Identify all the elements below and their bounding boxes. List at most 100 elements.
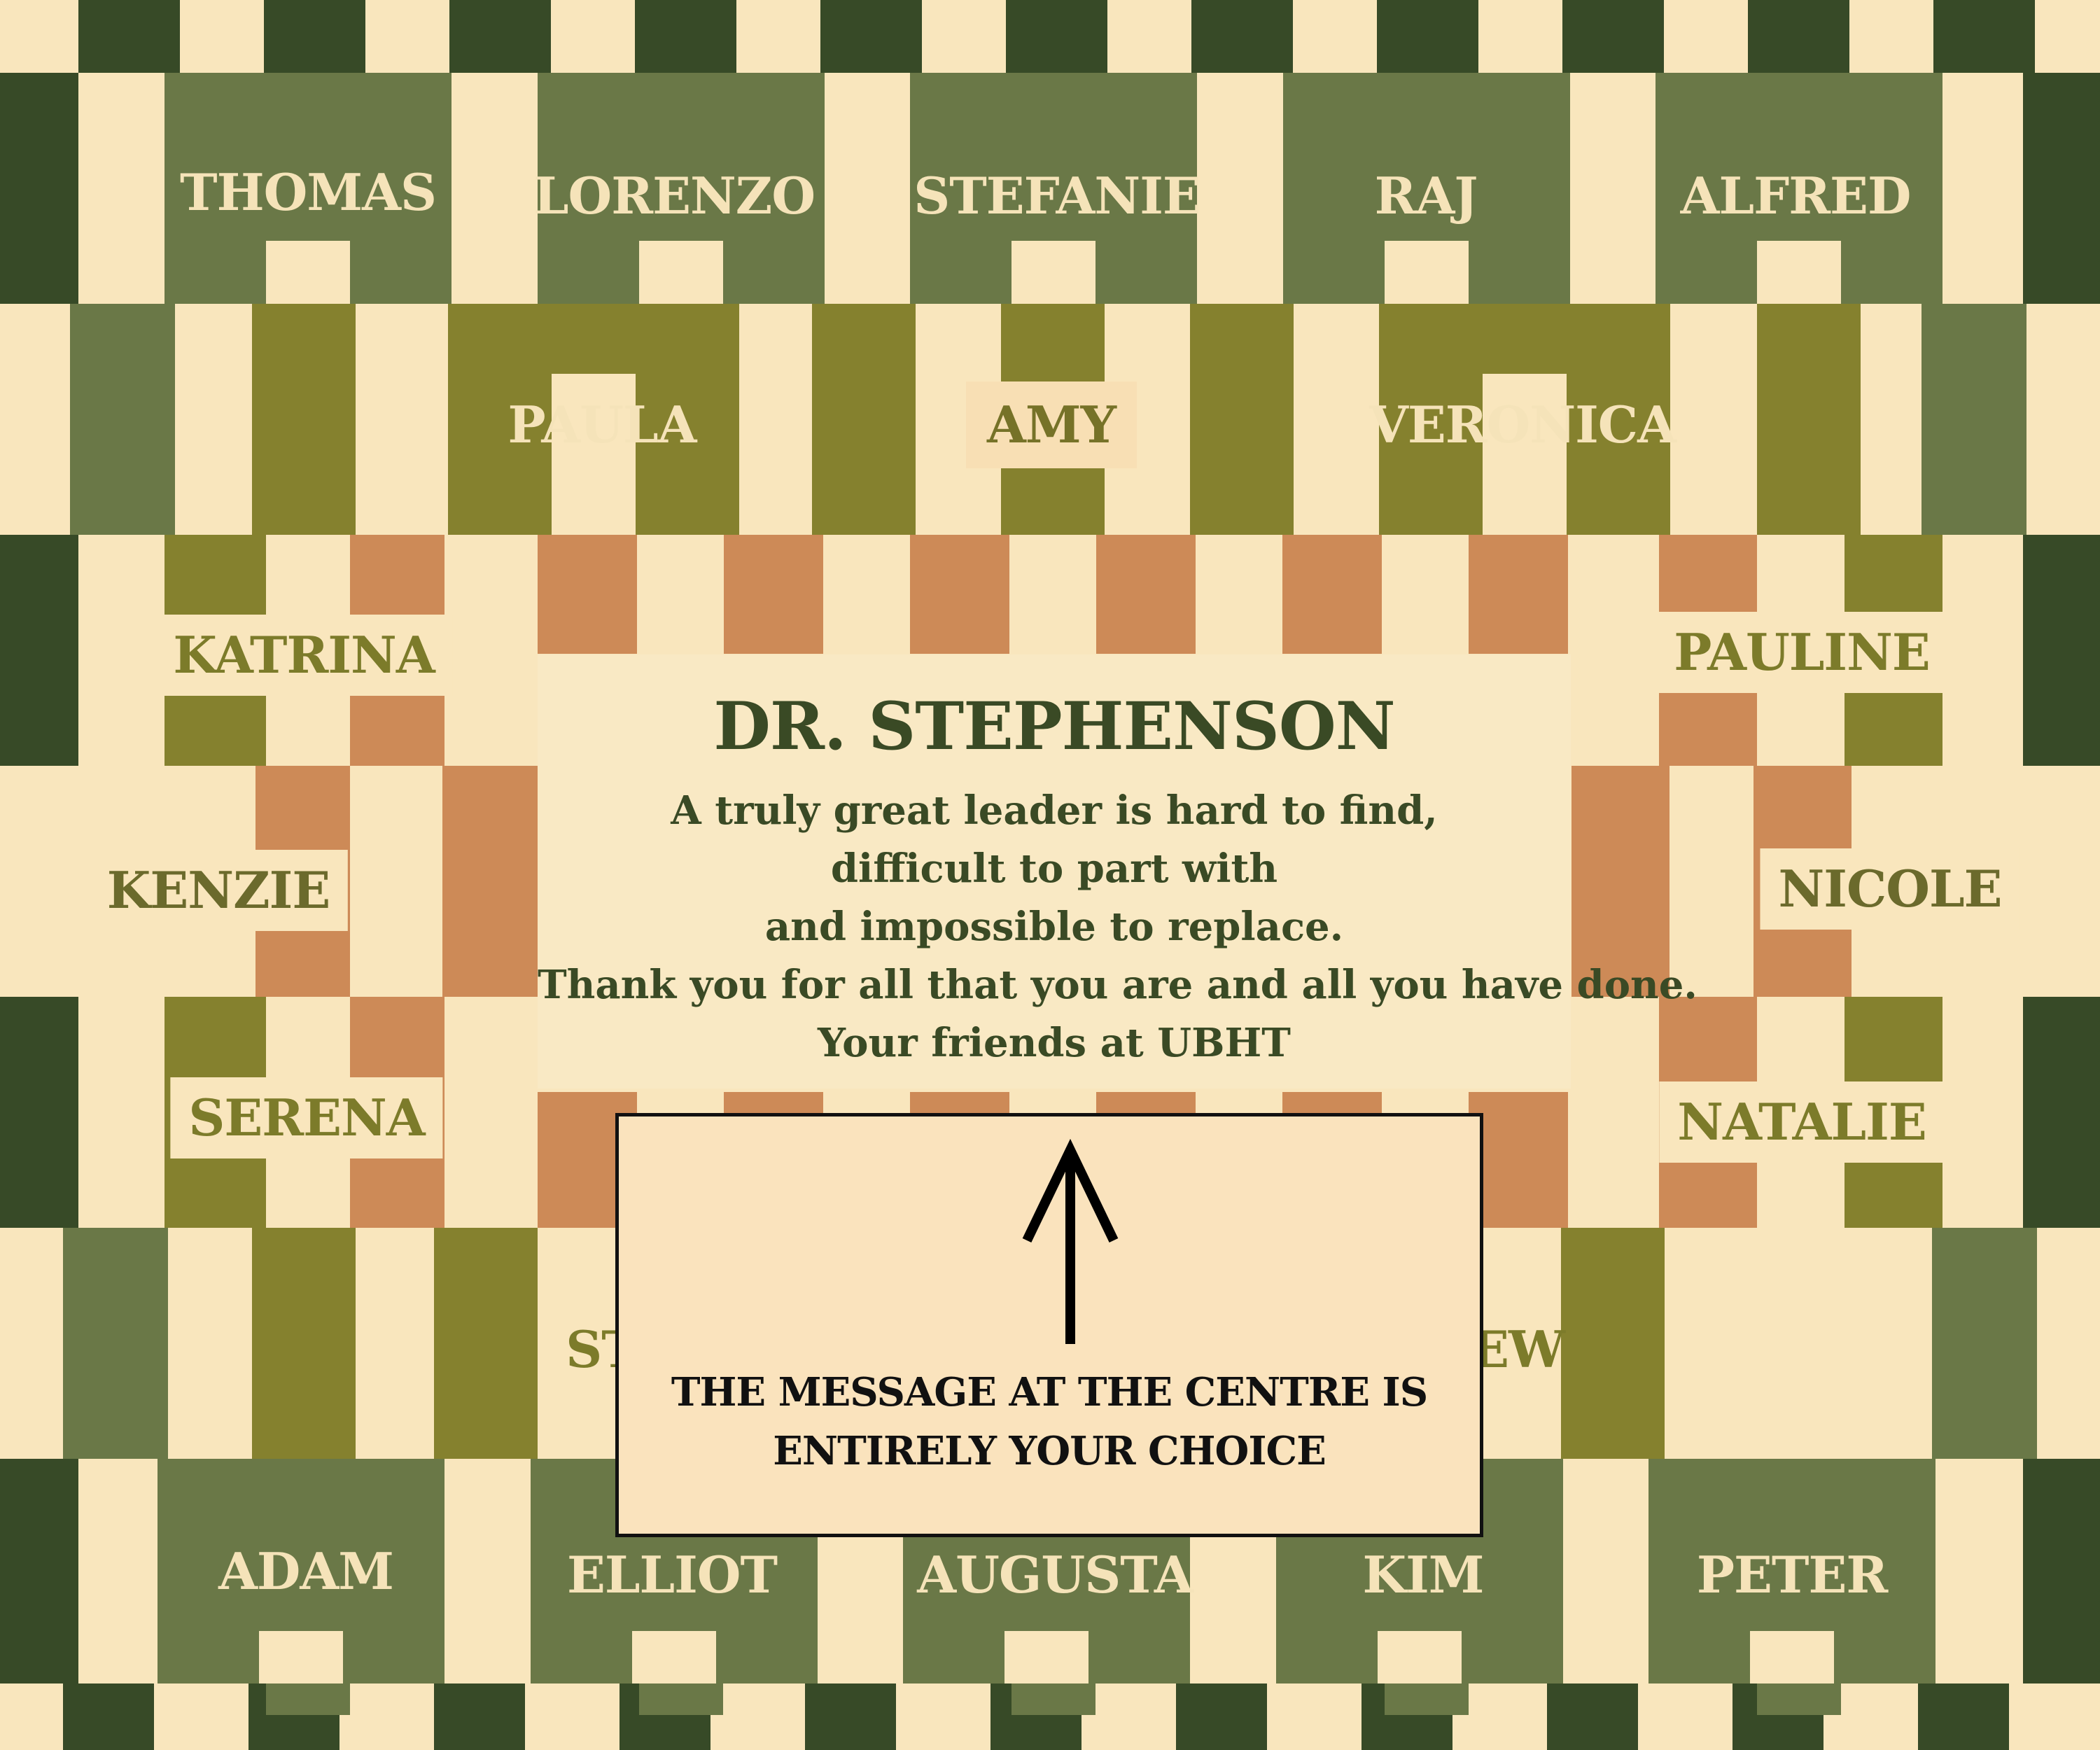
name-nicole: NICOLE bbox=[1760, 848, 2020, 930]
quilt-tile bbox=[350, 73, 451, 304]
message-line: Your friends at UBHT bbox=[818, 1020, 1291, 1066]
quilt-tile bbox=[164, 73, 266, 304]
quilt-tile bbox=[0, 997, 78, 1228]
quilt-tile bbox=[538, 535, 637, 654]
quilt-tile bbox=[1648, 1459, 1750, 1684]
quilt-tile bbox=[2023, 535, 2100, 766]
quilt-tile bbox=[158, 1459, 259, 1684]
quilt-tile bbox=[1176, 1684, 1267, 1750]
name-stefanie: STEFANIE bbox=[913, 166, 1201, 225]
quilt-tile bbox=[63, 1684, 154, 1750]
arrow-up-icon bbox=[1022, 1138, 1119, 1344]
quilt-tile bbox=[1748, 0, 1849, 73]
quilt-tile bbox=[2023, 997, 2100, 1228]
quilt-tile bbox=[434, 1228, 538, 1459]
quilt-tile bbox=[448, 304, 552, 535]
message-title: DR. STEPHENSON bbox=[713, 688, 1395, 765]
note-line: THE MESSAGE AT THE CENTRE IS bbox=[671, 1369, 1428, 1415]
quilt-tile bbox=[639, 73, 723, 241]
name-adam: ADAM bbox=[218, 1541, 394, 1601]
quilt-tile bbox=[266, 73, 350, 241]
quilt-tile bbox=[1483, 304, 1567, 374]
message-line: difficult to part with bbox=[830, 846, 1278, 892]
quilt-tile bbox=[0, 1459, 78, 1684]
quilt-tile bbox=[1096, 73, 1197, 304]
quilt-tile bbox=[449, 0, 551, 73]
quilt-tile bbox=[1191, 0, 1293, 73]
quilt-tile bbox=[910, 535, 1009, 654]
quilt-tile bbox=[635, 0, 736, 73]
quilt-tile bbox=[1379, 304, 1483, 535]
quilt-tile bbox=[820, 0, 922, 73]
quilt-tile bbox=[1834, 1459, 1935, 1684]
quilt-tile bbox=[1918, 1684, 2009, 1750]
quilt-tile bbox=[1547, 1684, 1638, 1750]
name-elliot: ELLIOT bbox=[566, 1545, 778, 1604]
name-serena: SERENA bbox=[170, 1077, 443, 1158]
quilt-tile bbox=[632, 1631, 716, 1684]
name-augusta: AUGUSTA bbox=[917, 1545, 1193, 1604]
quilt-tile bbox=[1933, 0, 2035, 73]
message-line: and impossible to replace. bbox=[764, 904, 1344, 950]
quilt-tile bbox=[1096, 535, 1196, 654]
message-panel: DR. STEPHENSON A truly great leader is h… bbox=[538, 654, 1698, 1088]
quilt-tile bbox=[1006, 0, 1107, 73]
name-partial-ew: EW bbox=[1471, 1320, 1565, 1379]
quilt-tile bbox=[2023, 1459, 2100, 1684]
quilt-tile bbox=[1378, 1631, 1462, 1684]
quilt-tile bbox=[1750, 1631, 1834, 1684]
quilt-tile bbox=[724, 535, 823, 654]
quilt-tile bbox=[1561, 1228, 1665, 1459]
quilt-tile bbox=[1932, 1228, 2037, 1459]
quilt-tile bbox=[531, 1459, 632, 1684]
quilt-tile bbox=[252, 1228, 356, 1459]
name-alfred: ALFRED bbox=[1680, 166, 1912, 225]
message-line: A truly great leader is hard to find, bbox=[671, 788, 1438, 834]
quilt-tile bbox=[552, 304, 636, 374]
name-kim: KIM bbox=[1362, 1545, 1485, 1604]
quilt-tile bbox=[1656, 73, 1757, 304]
name-pauline: PAULINE bbox=[1656, 612, 1948, 693]
name-amy: AMY bbox=[966, 382, 1137, 468]
quilt-tile bbox=[70, 304, 175, 535]
quilt-tile bbox=[1567, 304, 1670, 535]
note-box: THE MESSAGE AT THE CENTRE IS ENTIRELY YO… bbox=[615, 1113, 1483, 1537]
note-line: ENTIRELY YOUR CHOICE bbox=[773, 1428, 1326, 1474]
quilt-tile bbox=[252, 304, 356, 535]
quilt-tile bbox=[2023, 73, 2100, 304]
quilt-tile bbox=[434, 1684, 525, 1750]
quilt-tile bbox=[723, 73, 825, 304]
name-paula: PAULA bbox=[507, 395, 696, 454]
quilt-tile bbox=[1757, 73, 1841, 241]
name-natalie: NATALIE bbox=[1659, 1082, 1945, 1163]
name-peter: PETER bbox=[1696, 1545, 1888, 1604]
message-line: Thank you for all that you are and all y… bbox=[538, 962, 1698, 1008]
quilt-tile bbox=[1921, 304, 2026, 535]
quilt-tile bbox=[1757, 304, 1861, 535]
quilt-tile bbox=[78, 0, 180, 73]
note-text: THE MESSAGE AT THE CENTRE IS ENTIRELY YO… bbox=[619, 1363, 1480, 1480]
name-kenzie: KENZIE bbox=[88, 850, 349, 931]
quilt-tile bbox=[1572, 766, 1670, 997]
name-veronica: VERONICA bbox=[1369, 395, 1676, 454]
quilt-tile bbox=[0, 73, 78, 304]
message-body: A truly great leader is hard to find, di… bbox=[538, 782, 1698, 1072]
quilt-tile bbox=[63, 1228, 168, 1459]
name-raj: RAJ bbox=[1374, 166, 1478, 225]
quilt-tile bbox=[442, 766, 538, 997]
quilt-tile bbox=[1562, 0, 1664, 73]
quilt-tile bbox=[1469, 1092, 1568, 1228]
name-katrina: KATRINA bbox=[155, 615, 453, 696]
quilt-tile bbox=[0, 535, 78, 766]
name-lorenzo: LORENZO bbox=[533, 166, 816, 225]
quilt-tile bbox=[910, 73, 1011, 304]
quilt-tile bbox=[812, 304, 916, 535]
quilt-tile bbox=[1469, 535, 1568, 654]
quilt-tile bbox=[538, 73, 639, 304]
quilt-tile bbox=[1750, 1459, 1834, 1631]
quilt-tile bbox=[1004, 1631, 1088, 1684]
quilt-tile bbox=[259, 1631, 343, 1684]
quilt-tile bbox=[636, 304, 739, 535]
